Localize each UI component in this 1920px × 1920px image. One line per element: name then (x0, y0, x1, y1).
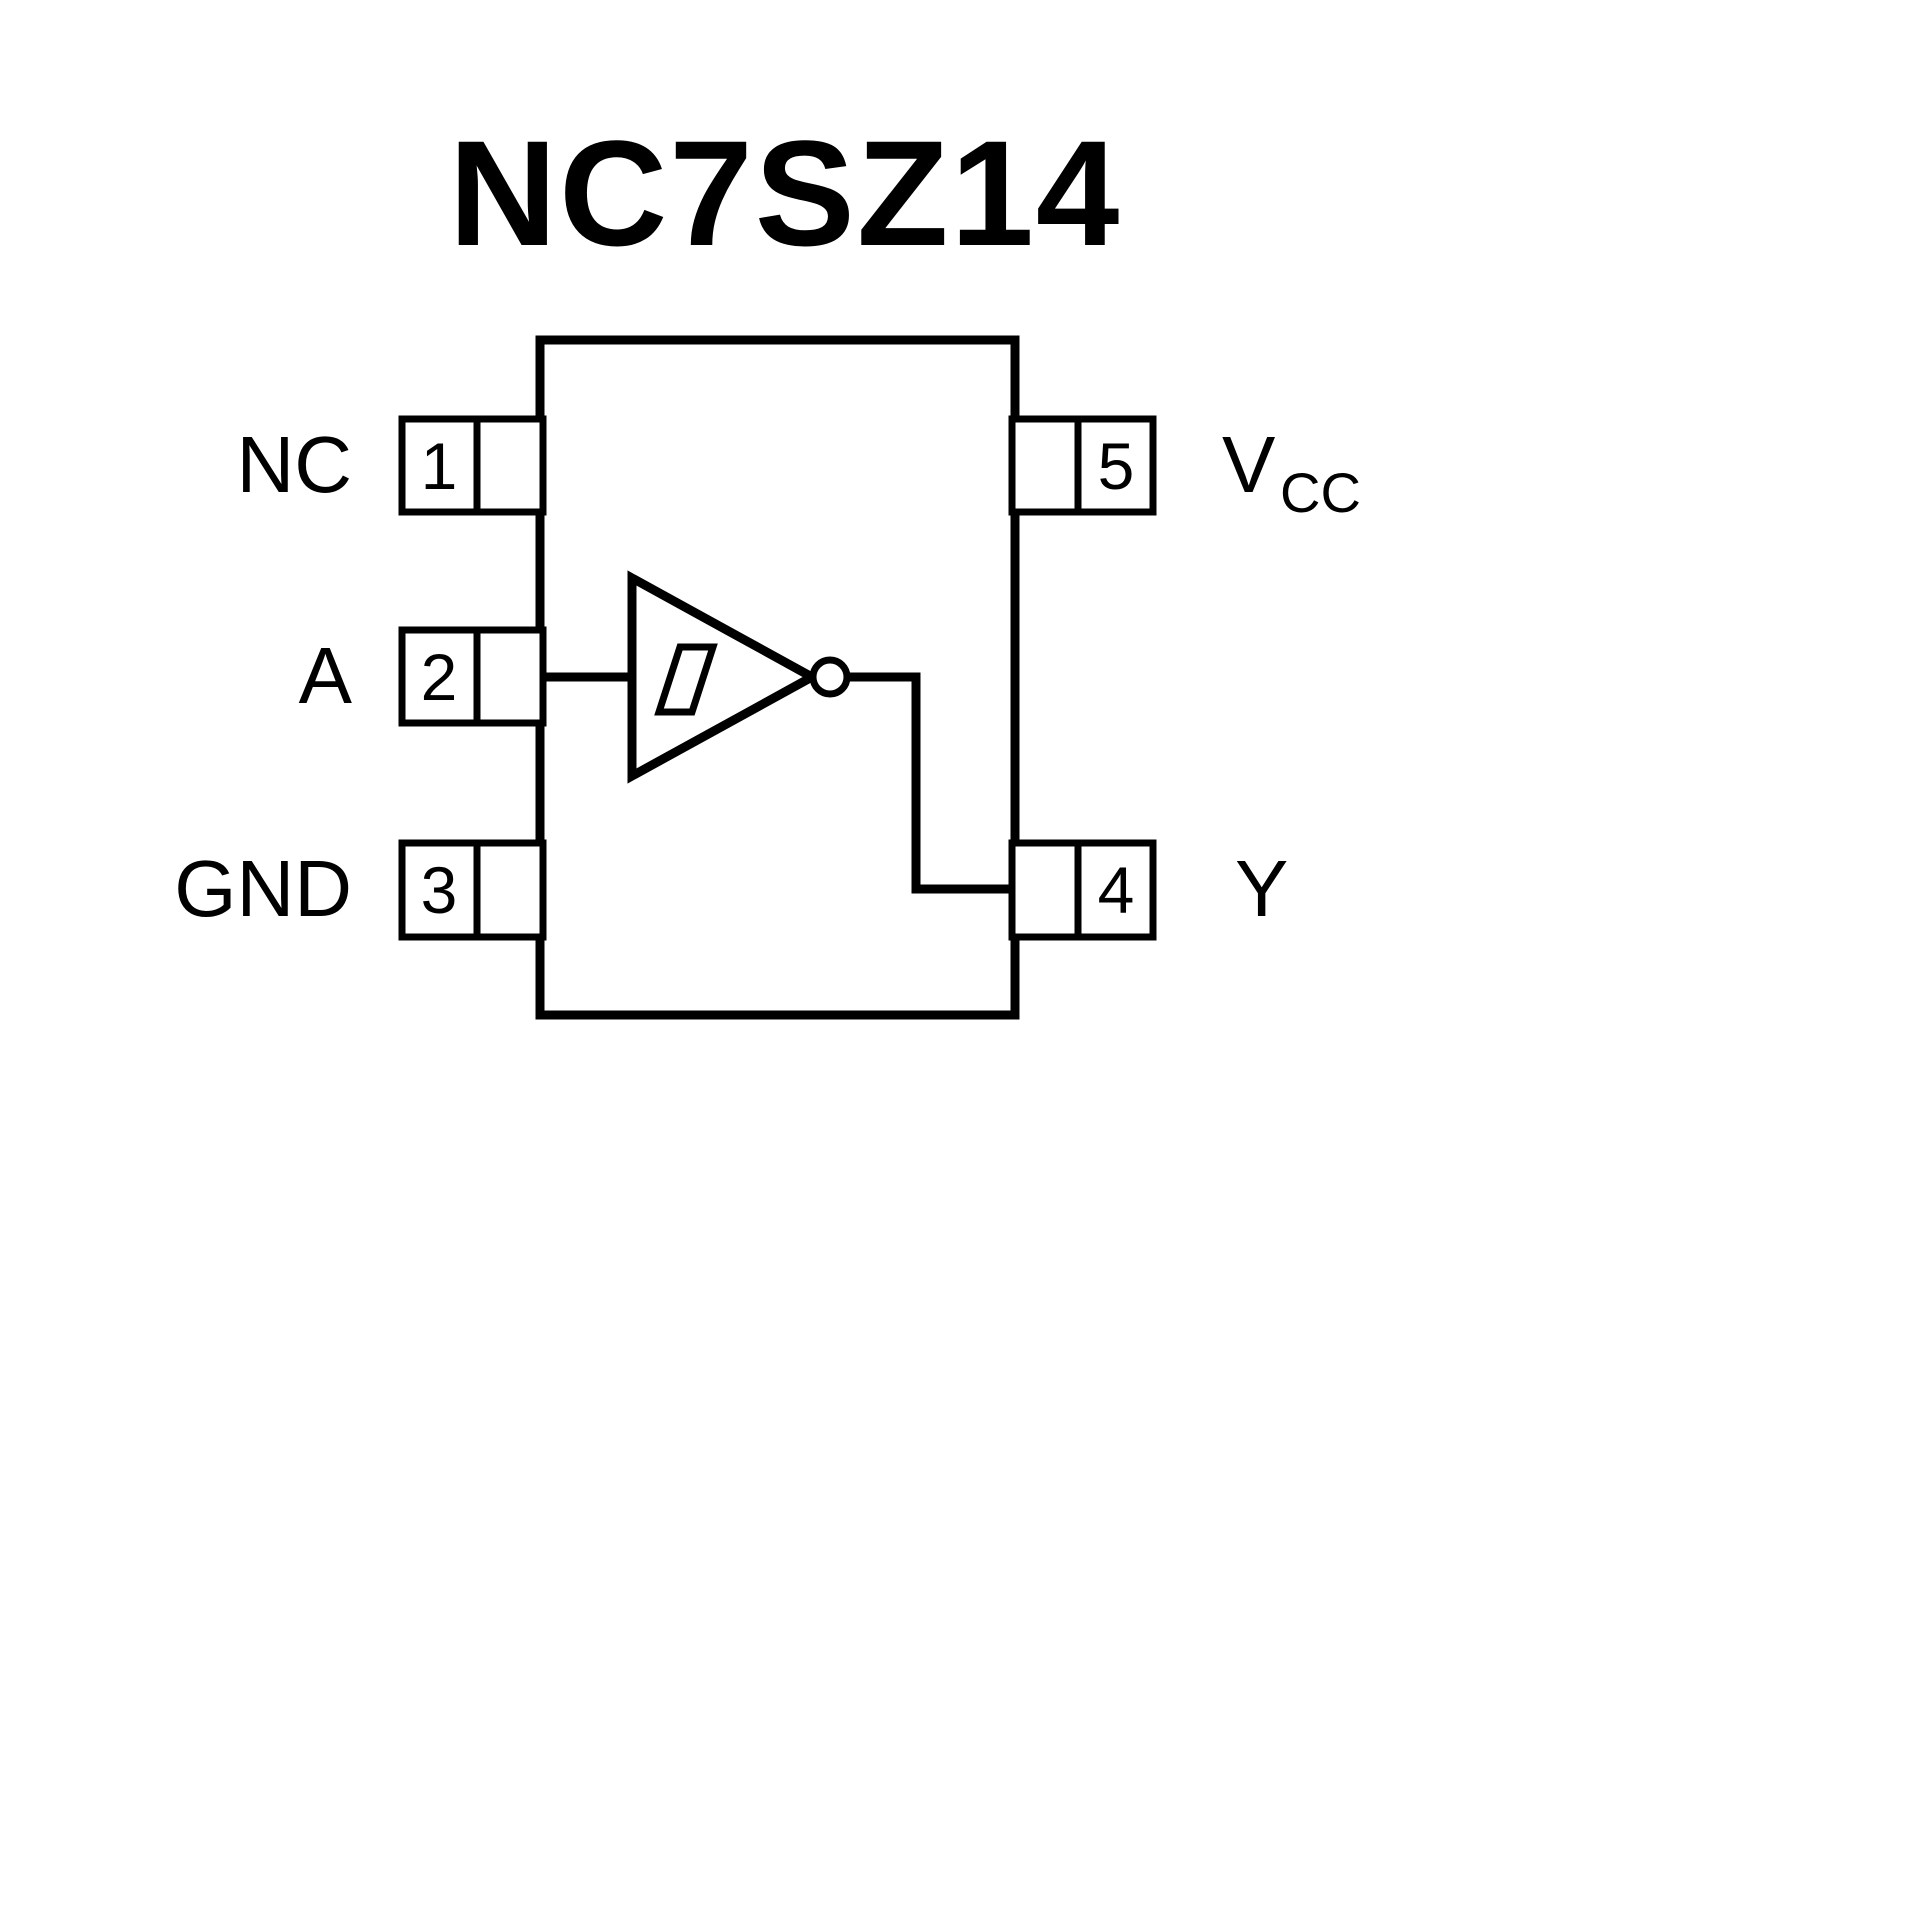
pin-1-box (398, 415, 547, 516)
pin-3-box (398, 839, 547, 941)
inverter-triangle (627, 570, 822, 784)
pin-2-label: A (299, 631, 353, 720)
pin-4-number: 4 (1098, 853, 1135, 927)
pin-4: 4 Y (1008, 839, 1288, 941)
pin-3-label: GND (174, 844, 352, 933)
pin-3-number: 3 (421, 853, 458, 927)
pin-5-box (1008, 415, 1157, 516)
pin-5: 5 V CC (1008, 415, 1361, 524)
pin-1-number: 1 (421, 429, 458, 503)
pin-2-number: 2 (421, 640, 458, 714)
pin-5-label: V (1222, 420, 1276, 509)
pin-4-label: Y (1235, 844, 1288, 933)
pin-2-box (398, 626, 547, 727)
chip-title: NC7SZ14 (449, 109, 1122, 277)
pin-5-label-subscript: CC (1280, 461, 1361, 524)
pin-1: 1 NC (236, 415, 547, 516)
pin-2: 2 A (299, 626, 547, 727)
pin-1-label: NC (236, 420, 352, 509)
hysteresis-symbol-icon (654, 643, 718, 716)
schmitt-trigger-inverter-icon (627, 570, 851, 784)
pin-3: 3 GND (174, 839, 547, 941)
pin-5-number: 5 (1098, 429, 1135, 503)
inversion-bubble-icon (809, 656, 851, 698)
output-wire (847, 672, 1014, 894)
